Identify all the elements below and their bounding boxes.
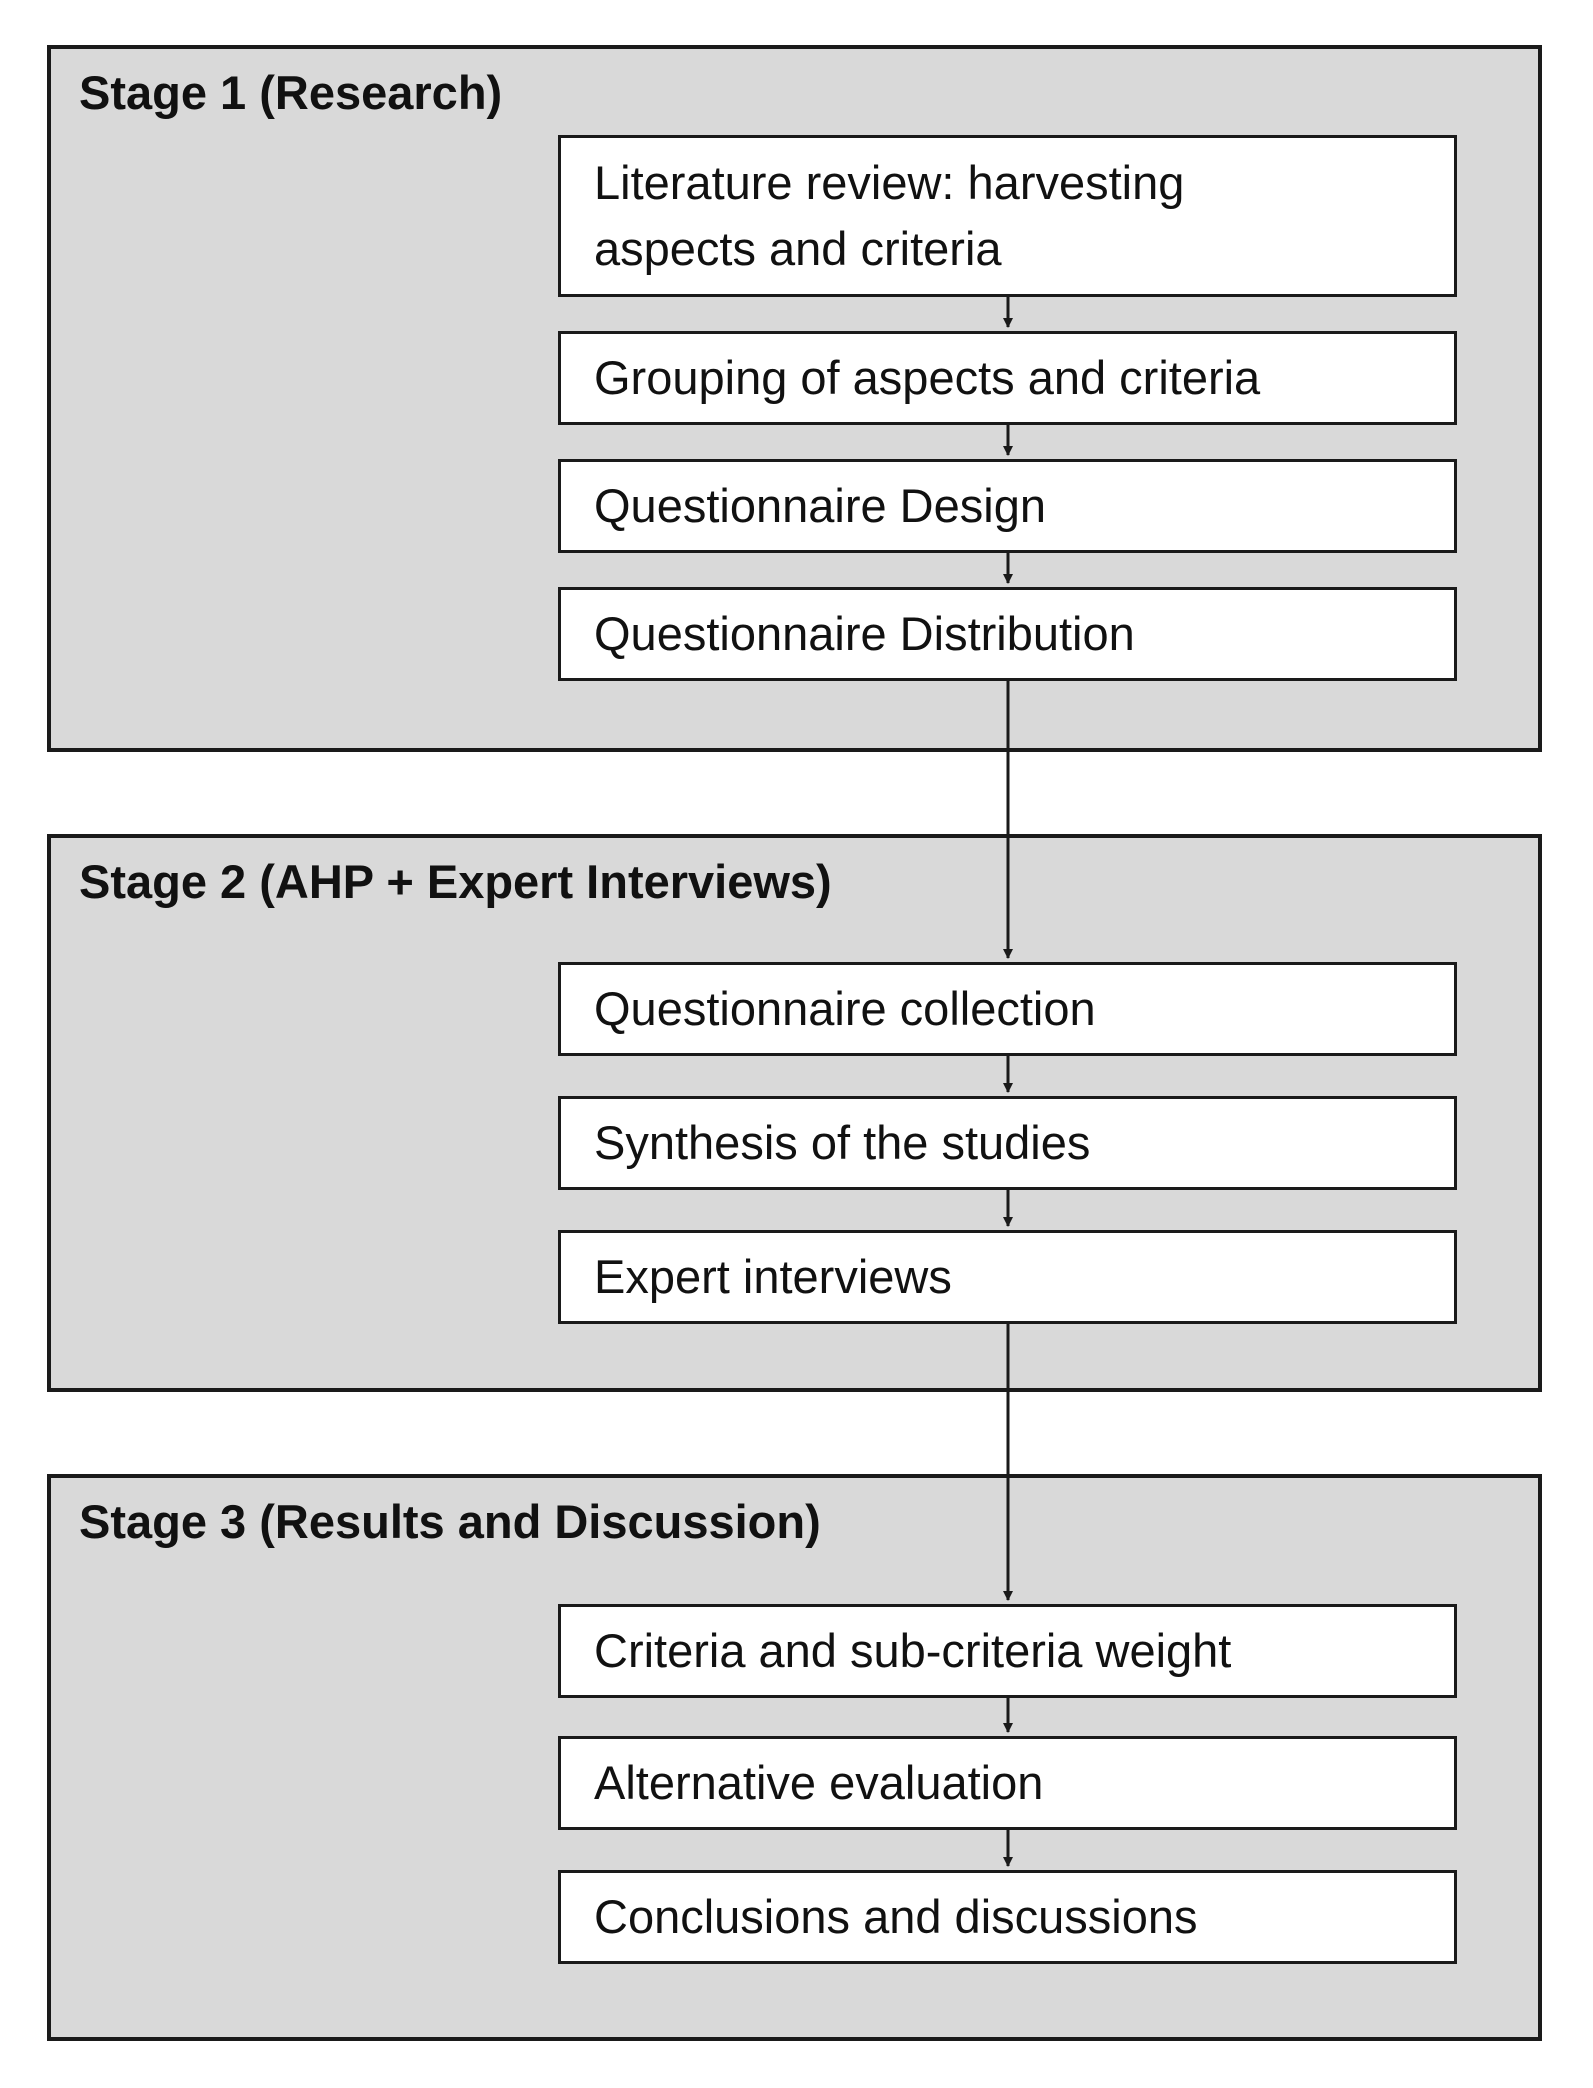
step-questionnaire-design-label: Questionnaire Design	[594, 479, 1046, 532]
step-alternative-evaluation: Alternative evaluation	[558, 1736, 1457, 1830]
step-synthesis-label: Synthesis of the studies	[594, 1116, 1091, 1169]
step-conclusions-label: Conclusions and discussions	[594, 1890, 1198, 1943]
step-questionnaire-collection-label: Questionnaire collection	[594, 982, 1096, 1035]
step-grouping: Grouping of aspects and criteria	[558, 331, 1457, 425]
stage-1-title: Stage 1 (Research)	[79, 66, 503, 119]
step-questionnaire-collection: Questionnaire collection	[558, 962, 1457, 1056]
step-questionnaire-design: Questionnaire Design	[558, 459, 1457, 553]
step-synthesis: Synthesis of the studies	[558, 1096, 1457, 1190]
step-questionnaire-distribution-label: Questionnaire Distribution	[594, 607, 1135, 660]
step-criteria-weight-label: Criteria and sub-criteria weight	[594, 1624, 1232, 1677]
step-expert-interviews-label: Expert interviews	[594, 1250, 952, 1303]
step-literature-review: Literature review: harvesting aspects an…	[558, 135, 1457, 297]
step-conclusions: Conclusions and discussions	[558, 1870, 1457, 1964]
stage-3-title: Stage 3 (Results and Discussion)	[79, 1495, 821, 1548]
step-grouping-label: Grouping of aspects and criteria	[594, 351, 1261, 404]
step-expert-interviews: Expert interviews	[558, 1230, 1457, 1324]
step-questionnaire-distribution: Questionnaire Distribution	[558, 587, 1457, 681]
step-literature-review-label: Literature review: harvesting aspects an…	[594, 156, 1185, 275]
step-alternative-evaluation-label: Alternative evaluation	[594, 1756, 1044, 1809]
step-criteria-weight: Criteria and sub-criteria weight	[558, 1604, 1457, 1698]
stage-2-title: Stage 2 (AHP + Expert Interviews)	[79, 855, 832, 908]
